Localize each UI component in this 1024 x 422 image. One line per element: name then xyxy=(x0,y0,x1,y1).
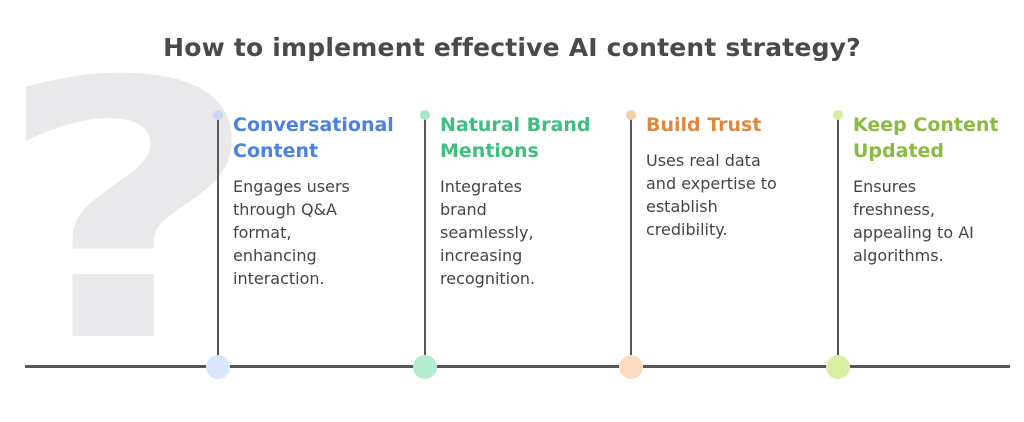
column-stem-line xyxy=(217,117,219,367)
column-text-block: Natural Brand Mentions Integrates brand … xyxy=(440,112,608,290)
column-stem-line xyxy=(837,117,839,367)
column-text-block: Conversational Content Engages users thr… xyxy=(233,112,401,290)
column-timeline-dot xyxy=(206,355,230,379)
column-body: Ensures freshness, appealing to AI algor… xyxy=(853,177,974,265)
column-timeline-dot xyxy=(619,355,643,379)
column-heading: Build Trust xyxy=(646,114,762,136)
column-body: Integrates brand seamlessly, increasing … xyxy=(440,177,536,288)
column-top-dot xyxy=(626,110,636,120)
timeline-axis-line xyxy=(25,365,1010,368)
column-stem-line xyxy=(630,117,632,367)
column-timeline-dot xyxy=(826,355,850,379)
column-stem-line xyxy=(424,117,426,367)
column-heading: Keep Content Updated xyxy=(853,114,999,162)
question-mark-watermark: ? xyxy=(0,6,262,420)
column-top-dot xyxy=(833,110,843,120)
column-timeline-dot xyxy=(413,355,437,379)
column-top-dot xyxy=(213,110,223,120)
column-heading: Conversational Content xyxy=(233,114,394,162)
column-heading: Natural Brand Mentions xyxy=(440,114,591,162)
column-body: Uses real data and expertise to establis… xyxy=(646,151,777,239)
column-text-block: Keep Content Updated Ensures freshness, … xyxy=(853,112,1021,267)
column-top-dot xyxy=(420,110,430,120)
column-body: Engages users through Q&A format, enhanc… xyxy=(233,177,350,288)
page-title: How to implement effective AI content st… xyxy=(163,33,861,62)
column-text-block: Build Trust Uses real data and expertise… xyxy=(646,112,814,241)
